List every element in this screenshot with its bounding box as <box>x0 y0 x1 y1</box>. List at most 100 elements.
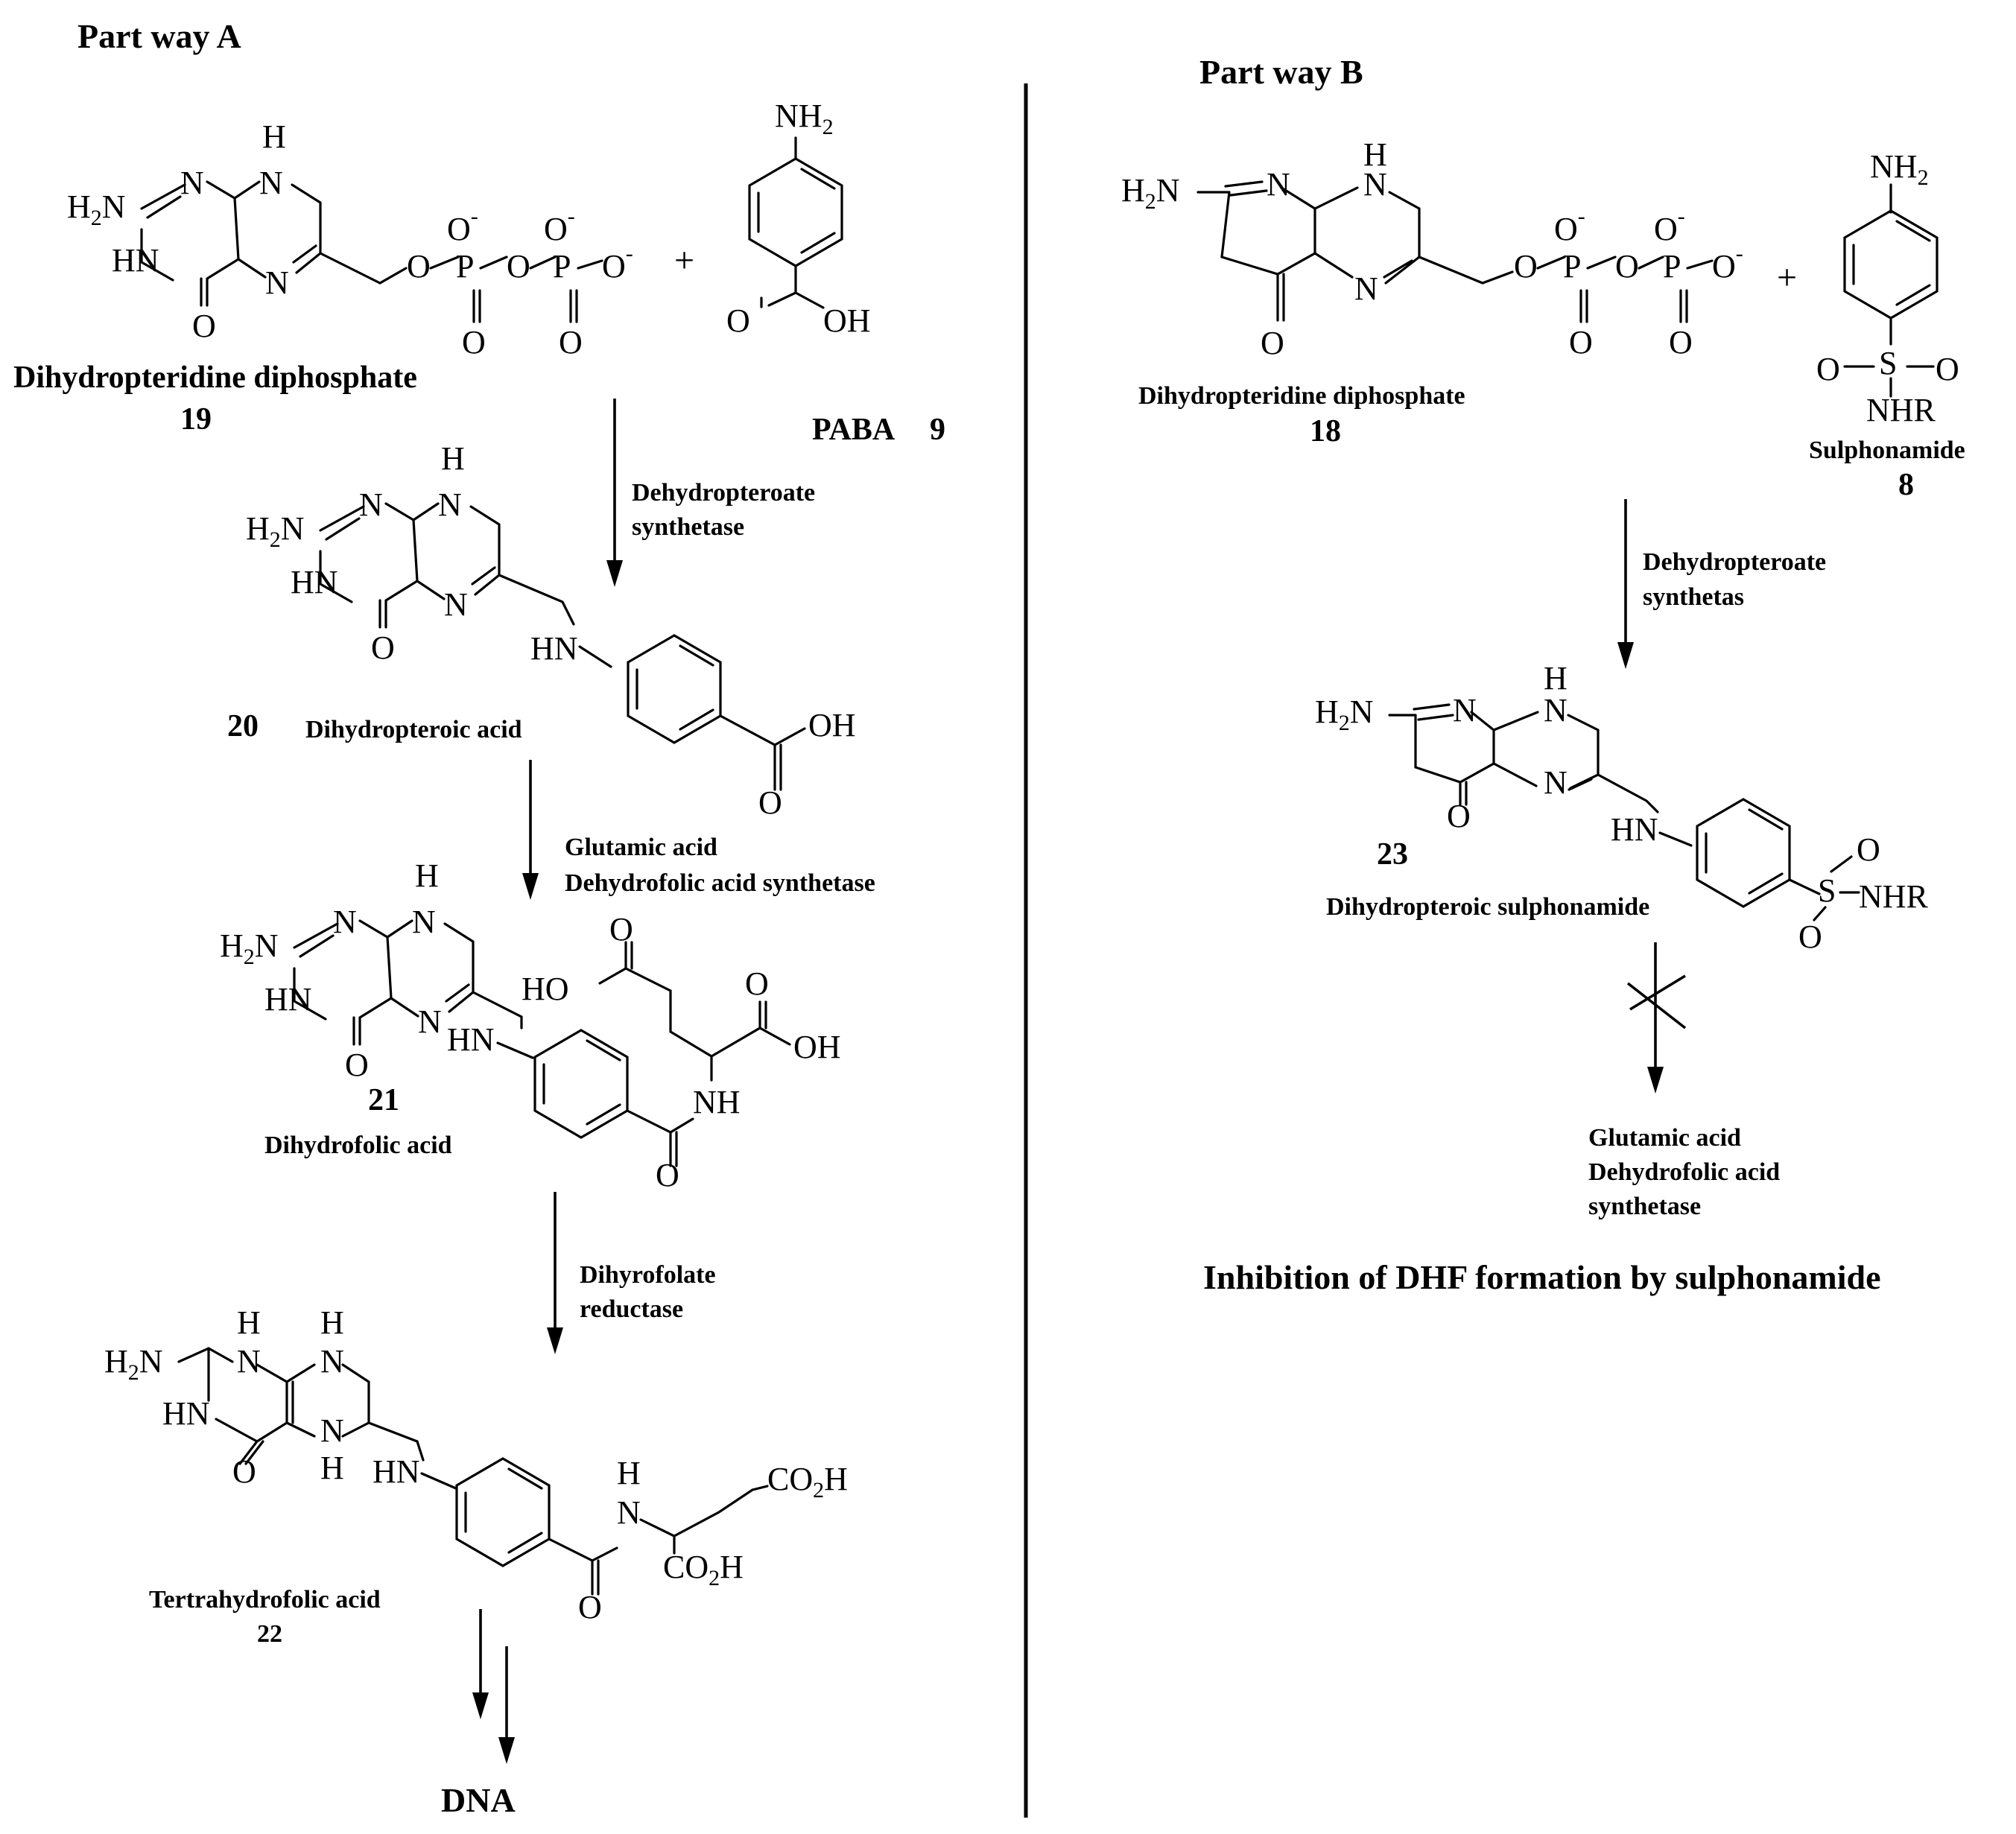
svg-text:HN: HN <box>530 630 578 667</box>
svg-text:N: N <box>617 1494 641 1531</box>
svg-text:CO2H: CO2H <box>767 1461 848 1503</box>
plus-sign-b: + <box>1777 258 1797 297</box>
svg-text:O: O <box>559 324 583 361</box>
compound-21-name: Dihydrofolic acid <box>264 1132 452 1159</box>
svg-text:NHR: NHR <box>1859 878 1929 915</box>
arrow-step-2 <box>522 760 539 900</box>
enzyme-5-line2: Dehydrofolic acid <box>1588 1158 1780 1186</box>
compound-22-name: Tertrahydrofolic acid <box>149 1586 381 1614</box>
svg-text:O: O <box>1936 351 1959 387</box>
svg-text:P: P <box>1663 248 1681 285</box>
svg-text:H2N: H2N <box>1121 172 1180 214</box>
compound-23-name: Dihydropteroic sulphonamide <box>1326 893 1649 921</box>
svg-text:HN: HN <box>1611 811 1658 848</box>
svg-text:H: H <box>617 1455 641 1491</box>
svg-text:O: O <box>407 248 431 285</box>
svg-text:NH2: NH2 <box>1870 148 1929 190</box>
svg-text:N: N <box>1453 692 1477 729</box>
compound-18-name: Dihydropteridine diphosphate <box>1138 382 1465 410</box>
svg-text:H2N: H2N <box>1315 694 1374 735</box>
enzyme-5-line3: synthetase <box>1588 1193 1701 1220</box>
sulphonamide-number: 8 <box>1898 468 1914 502</box>
svg-text:S: S <box>1818 872 1836 909</box>
structure-paba: NH2 O OH <box>726 98 871 339</box>
svg-text:OH: OH <box>808 707 856 743</box>
svg-text:H: H <box>1544 660 1568 697</box>
enzyme-1-line2: synthetase <box>632 513 744 541</box>
arrow-step-3 <box>547 1192 563 1354</box>
svg-text:P: P <box>1563 248 1581 285</box>
svg-text:N: N <box>1363 166 1387 203</box>
svg-text:N: N <box>1544 692 1568 729</box>
svg-text:S: S <box>1879 345 1897 381</box>
svg-text:O: O <box>726 302 750 339</box>
svg-text:N: N <box>1544 764 1568 801</box>
svg-text:O-: O- <box>447 204 478 247</box>
arrow-to-dna <box>472 1609 515 1764</box>
svg-text:O-: O- <box>602 241 633 285</box>
svg-text:HN: HN <box>447 1021 495 1058</box>
svg-text:O: O <box>1816 351 1840 387</box>
dna-label: DNA <box>441 1781 516 1819</box>
svg-text:O: O <box>609 911 633 948</box>
svg-text:N: N <box>320 1412 344 1449</box>
svg-text:HO: HO <box>522 971 569 1007</box>
svg-text:OH: OH <box>823 302 871 339</box>
svg-text:OH: OH <box>793 1029 841 1065</box>
svg-text:O: O <box>1514 248 1538 285</box>
sulphonamide-name: Sulphonamide <box>1809 437 1965 464</box>
conclusion-text: Inhibition of DHF formation by sulphonam… <box>1203 1258 1881 1296</box>
svg-text:O-: O- <box>544 204 575 247</box>
svg-text:O: O <box>1669 324 1693 361</box>
enzyme-1-line1: Dehydropteroate <box>632 479 815 507</box>
svg-text:O: O <box>1857 831 1880 868</box>
structure-19: O P O- O O P O- O O- <box>66 117 633 361</box>
structure-21: HN O NH O OH O HO <box>218 856 841 1193</box>
paba-name: PABA <box>812 413 896 447</box>
compound-19-name: Dihydropteridine diphosphate <box>13 361 417 395</box>
part-b-title: Part way B <box>1199 53 1363 91</box>
enzyme-5-line1: Glutamic acid <box>1588 1124 1741 1152</box>
svg-text:H: H <box>237 1304 261 1341</box>
svg-text:N: N <box>320 1343 344 1380</box>
enzyme-3-line1: Dihyrofolate <box>580 1261 716 1289</box>
structure-18: H2N N H N N O O P O- O O P O- O O- <box>1121 136 1743 361</box>
svg-text:O: O <box>1615 248 1639 285</box>
structure-sulphonamide: NH2 S O O NHR <box>1816 148 1959 428</box>
compound-18-number: 18 <box>1310 414 1341 448</box>
svg-text:O: O <box>507 248 530 285</box>
structure-23: H2N N H N N O HN S NHR O O <box>1315 660 1929 955</box>
svg-text:P: P <box>553 248 571 285</box>
compound-19-number: 19 <box>180 402 212 437</box>
svg-text:NH2: NH2 <box>775 98 834 139</box>
svg-text:CO2H: CO2H <box>663 1549 744 1590</box>
structure-22: H2N H N H N HN N H O HN O H N CO2H CO2H <box>104 1304 848 1625</box>
compound-21-number: 21 <box>368 1083 399 1117</box>
svg-text:O: O <box>1261 325 1284 361</box>
compound-20-name: Dihydropteroic acid <box>305 716 522 743</box>
svg-text:O: O <box>758 784 782 821</box>
svg-text:NHR: NHR <box>1866 392 1936 428</box>
svg-text:N: N <box>1267 166 1290 203</box>
svg-text:N: N <box>237 1343 261 1380</box>
plus-sign-a: + <box>674 241 694 280</box>
svg-text:HN: HN <box>162 1395 210 1432</box>
svg-text:O: O <box>656 1157 679 1193</box>
part-a-title: Part way A <box>77 17 241 55</box>
svg-text:O: O <box>462 324 486 361</box>
enzyme-2-line1: Glutamic acid <box>565 834 717 861</box>
svg-text:H: H <box>320 1304 344 1341</box>
paba-number: 9 <box>930 413 945 447</box>
enzyme-3-line2: reductase <box>580 1295 683 1323</box>
compound-20-number: 20 <box>227 709 259 743</box>
svg-text:H: H <box>1363 136 1387 173</box>
svg-text:O: O <box>745 965 769 1002</box>
svg-text:NH: NH <box>693 1084 741 1120</box>
svg-text:P: P <box>456 248 474 285</box>
blocked-arrow <box>1626 942 1687 1094</box>
enzyme-2-line2: Dehydrofolic acid synthetase <box>565 869 875 897</box>
svg-text:O: O <box>578 1589 602 1625</box>
arrow-step-4 <box>1617 499 1634 669</box>
compound-22-number: 22 <box>257 1620 282 1648</box>
